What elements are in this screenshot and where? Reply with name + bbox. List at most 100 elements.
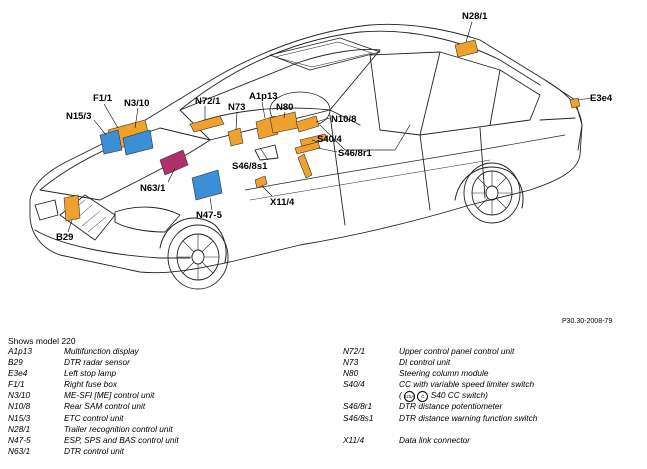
- vehicle-diagram: N28/1 E3e4 F1/1 N3/10 N15/3 N72/1 N73 A1…: [29, 11, 613, 290]
- label-n72-1: N72/1: [195, 96, 221, 107]
- legend-code: X11/4: [343, 434, 365, 445]
- car-body-outline: [29, 23, 583, 274]
- legend-desc: Upper control panel control unit: [399, 346, 515, 356]
- c-badge: C: [417, 390, 429, 402]
- legend-right-column: N72/1 Upper control panel control unit N7…: [343, 346, 537, 446]
- legend-desc: ( USA C S40 CC switch): [399, 390, 488, 402]
- legend-code: S40/4: [343, 379, 365, 390]
- rear-sam-control-unit: [295, 115, 320, 133]
- legend-code: N72/1: [343, 346, 366, 356]
- sunroof: [269, 37, 381, 71]
- di-control-unit: [227, 127, 244, 147]
- roof-line: [179, 30, 541, 111]
- label-n15-3: N15/3: [66, 111, 91, 122]
- legend-row: S40/4 CC with variable speed limiter swit…: [343, 379, 537, 390]
- label-x11-4: X11/4: [270, 197, 295, 208]
- legend-row: N28/1 Trailer recognition control unit: [8, 424, 179, 435]
- label-n80: N80: [276, 102, 293, 113]
- legend-code: [343, 424, 399, 435]
- dtr-control-unit: [159, 149, 189, 176]
- stop-lamp: [569, 97, 581, 109]
- door-lines: [329, 114, 486, 226]
- legend-desc: Trailer recognition control unit: [64, 423, 173, 434]
- legend-desc: DI control unit: [399, 357, 451, 368]
- label-n73: N73: [228, 102, 245, 113]
- legend-row: F1/1 Right fuse box: [8, 379, 179, 390]
- dtr-warning-switch: [297, 153, 313, 179]
- legend-desc: DTR control unit: [64, 445, 124, 456]
- side-mirror: [254, 144, 279, 161]
- open-paren: (: [399, 390, 402, 401]
- label-e3e4: E3e4: [590, 93, 613, 104]
- legend-desc: Right fuse box: [64, 379, 118, 390]
- legend-desc: ESP, SPS and BAS control unit: [64, 434, 179, 445]
- windshield: [179, 49, 381, 141]
- dtr-radar-sensor: [63, 194, 81, 222]
- label-n28-1: N28/1: [462, 11, 488, 22]
- legend-desc: DTR radar sensor: [64, 357, 130, 368]
- legend-row: B29 DTR radar sensor: [8, 357, 179, 368]
- label-s46-8r1: S46/8r1: [338, 148, 373, 159]
- trailer-recognition-unit: [454, 39, 479, 58]
- front-wheel: [167, 224, 229, 290]
- label-a1p13: A1p13: [249, 91, 278, 102]
- legend-code: N73: [343, 357, 359, 368]
- front-bumper: [34, 229, 191, 259]
- legend-row: N80 Steering column module: [343, 368, 537, 379]
- legend-desc: Steering column module: [399, 368, 489, 379]
- legend-left-column: A1p13 Multifunction display B29 DTR radar …: [8, 346, 179, 457]
- legend-desc: CC with variable speed limiter switch: [399, 379, 535, 390]
- label-b29: B29: [56, 232, 73, 243]
- cc-switch-note: S40 CC switch): [430, 390, 488, 401]
- label-n47-5: N47-5: [196, 210, 223, 221]
- legend-row: N47-5 ESP, SPS and BAS control unit: [8, 435, 179, 446]
- label-n10-8: N10/8: [331, 114, 356, 125]
- legend-desc: Multifunction display: [64, 346, 139, 356]
- legend-desc: Data link connector: [399, 434, 471, 445]
- dtr-distance-potentiometer: [294, 141, 321, 155]
- usa-badge: USA: [404, 390, 416, 402]
- legend-title: Shows model 220: [8, 336, 76, 346]
- label-s46-8s1: S46/8s1: [232, 161, 268, 172]
- legend-row: N73 DI control unit: [343, 357, 537, 368]
- upper-control-panel-unit: [189, 115, 225, 133]
- legend-code: N28/1: [8, 423, 31, 434]
- legend-code: E3e4: [8, 368, 28, 379]
- legend-row: N63/1 DTR control unit: [8, 446, 179, 457]
- me-sfi-control-unit: [122, 129, 154, 156]
- legend-row: [343, 424, 537, 435]
- legend-code: N63/1: [8, 445, 31, 456]
- legend-row: N72/1 Upper control panel control unit: [343, 346, 537, 357]
- legend-code: N47-5: [8, 434, 31, 445]
- legend-row: N3/10 ME-SFI [ME] control unit: [8, 390, 179, 401]
- etc-control-unit: [99, 129, 123, 155]
- label-n63-1: N63/1: [140, 183, 166, 194]
- legend-code: [343, 390, 399, 401]
- legend-code: B29: [8, 357, 23, 368]
- side-windows: [369, 51, 541, 136]
- legend-desc: ME-SFI [ME] control unit: [64, 390, 155, 401]
- legend-desc: DTR distance potentiometer: [399, 401, 503, 412]
- legend-code: N15/3: [8, 412, 31, 423]
- legend-row: A1p13 Multifunction display: [8, 346, 179, 357]
- legend-code: N3/10: [8, 390, 31, 401]
- legend-desc: ETC control unit: [64, 412, 124, 423]
- legend-code: A1p13: [8, 346, 32, 356]
- label-f1-1: F1/1: [93, 93, 113, 104]
- data-link-connector: [254, 175, 268, 189]
- legend-code: S46/8s1: [343, 412, 374, 423]
- legend-code: N80: [343, 368, 359, 379]
- legend-code: S46/8r1: [343, 401, 373, 412]
- hood: [39, 127, 211, 201]
- legend-row: N15/3 ETC control unit: [8, 413, 179, 424]
- esp-control-unit: [191, 169, 223, 201]
- legend-code: F1/1: [8, 379, 25, 390]
- rear-wheel: [463, 162, 521, 224]
- legend-row: S46/8r1 DTR distance potentiometer: [343, 401, 537, 412]
- legend-row: ( USA C S40 CC switch): [343, 390, 537, 402]
- legend-code: N10/8: [8, 401, 31, 412]
- label-n3-10: N3/10: [124, 98, 149, 109]
